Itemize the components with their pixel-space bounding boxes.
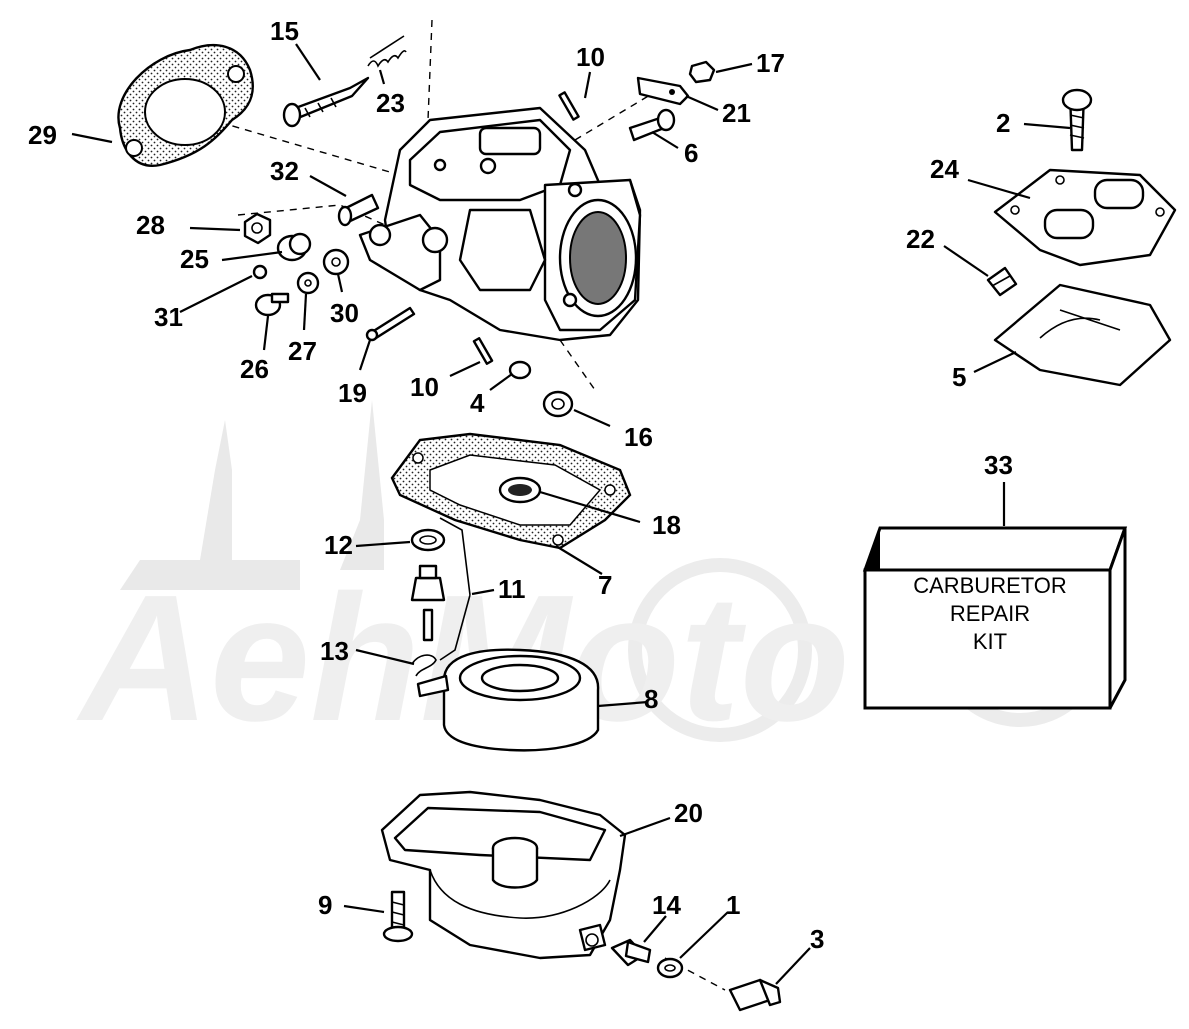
washer-27 xyxy=(296,271,320,295)
callout-23: 23 xyxy=(376,88,405,118)
callout-7: 7 xyxy=(598,570,612,600)
callout-25: 25 xyxy=(180,244,209,274)
seal-16 xyxy=(542,390,574,418)
pin-10-lower xyxy=(472,337,494,365)
callout-31: 31 xyxy=(154,302,183,332)
float-bowl-20 xyxy=(380,790,627,960)
callout-29: 29 xyxy=(28,120,57,150)
carburetor-body xyxy=(337,106,642,342)
screw-26 xyxy=(254,292,290,317)
kit-label-line-3: KIT xyxy=(973,629,1007,654)
repair-kit-box-33: CARBURETOR REPAIR KIT xyxy=(862,526,1128,710)
callout-12: 12 xyxy=(324,530,353,560)
screw-6 xyxy=(628,108,676,142)
callout-28: 28 xyxy=(136,210,165,240)
screw-2 xyxy=(1061,88,1093,152)
callout-10-top: 10 xyxy=(576,42,605,72)
screw-9 xyxy=(382,890,414,943)
callout-1: 1 xyxy=(726,890,740,920)
callout-20: 20 xyxy=(674,798,703,828)
callout-26: 26 xyxy=(240,354,269,384)
callout-33: 33 xyxy=(984,450,1013,480)
callout-27: 27 xyxy=(288,336,317,366)
seal-18 xyxy=(498,476,542,504)
callout-21: 21 xyxy=(722,98,751,128)
callout-4: 4 xyxy=(470,388,485,418)
mixture-needle-15 xyxy=(282,76,370,128)
callout-9: 9 xyxy=(318,890,332,920)
bracket-21 xyxy=(636,76,690,106)
washer-12 xyxy=(410,528,446,552)
callout-22: 22 xyxy=(906,224,935,254)
nut-17 xyxy=(688,60,716,84)
kit-label-line-2: REPAIR xyxy=(950,601,1030,626)
ball-31 xyxy=(252,264,268,280)
callout-14: 14 xyxy=(652,890,681,920)
pump-cover-24 xyxy=(993,168,1177,267)
callout-13: 13 xyxy=(320,636,349,666)
washer-1 xyxy=(656,957,684,979)
callout-11: 11 xyxy=(498,574,526,604)
callout-15: 15 xyxy=(270,16,299,46)
callout-16: 16 xyxy=(624,422,653,452)
nut-28 xyxy=(243,212,272,245)
callout-10-lower: 10 xyxy=(410,372,439,402)
callout-8: 8 xyxy=(644,684,658,714)
callout-2: 2 xyxy=(996,108,1010,138)
float-8 xyxy=(416,648,600,752)
kit-label-line-1: CARBURETOR xyxy=(913,573,1067,598)
callout-5: 5 xyxy=(952,362,966,392)
leader-lines xyxy=(71,43,1071,985)
main-jet-14 xyxy=(610,938,652,967)
fitting-25 xyxy=(276,232,312,262)
callout-24: 24 xyxy=(930,154,959,184)
callout-17: 17 xyxy=(756,48,785,78)
washer-30 xyxy=(322,248,350,276)
pin-10-top xyxy=(558,91,580,121)
callout-30: 30 xyxy=(330,298,359,328)
callout-labels: 15 23 10 17 21 6 29 32 28 25 31 30 27 26… xyxy=(28,16,1013,954)
fitting-22 xyxy=(986,266,1018,297)
drain-plug-3 xyxy=(728,978,782,1012)
callout-32: 32 xyxy=(270,156,299,186)
plug-4 xyxy=(508,360,532,380)
assembly-axis-lines xyxy=(194,19,726,991)
clip-13 xyxy=(411,654,437,677)
spring-23 xyxy=(367,35,407,68)
callout-3: 3 xyxy=(810,924,824,954)
flange-gasket-29 xyxy=(117,43,255,167)
callout-6: 6 xyxy=(684,138,698,168)
diaphragm-5 xyxy=(993,283,1172,387)
callout-19: 19 xyxy=(338,378,367,408)
inlet-needle-seat-11 xyxy=(410,517,471,661)
callout-18: 18 xyxy=(652,510,681,540)
pin-19 xyxy=(365,306,416,342)
